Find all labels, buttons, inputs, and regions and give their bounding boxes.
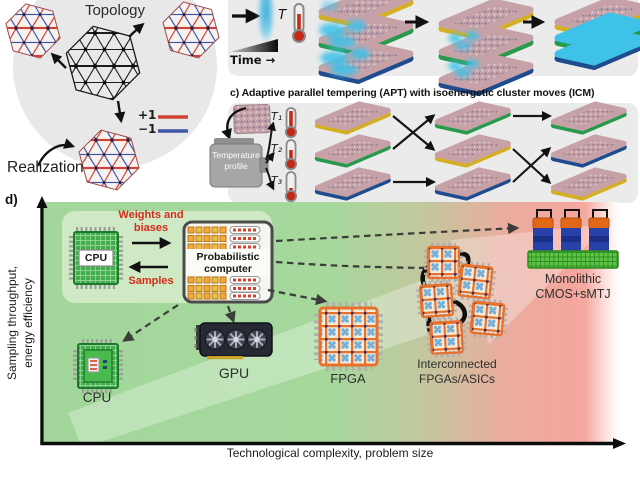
- thermometer-t2-icon: [284, 139, 298, 171]
- realization-hexagon-top-left: [5, 3, 61, 59]
- legend-plus-label: +1: [138, 108, 157, 122]
- time-ramp-triangle: [230, 39, 278, 52]
- fpga-chip-icon: [314, 302, 383, 371]
- gpu-card-icon: [194, 322, 273, 360]
- thermometer-t1-icon: [284, 107, 298, 139]
- thermometer-t2-label: T₂: [271, 142, 283, 155]
- realization-label: Realization: [7, 159, 84, 176]
- mapping-arrows: [122, 222, 520, 342]
- chip-to-profile-arrow: [221, 106, 247, 141]
- smtj-pillars: [532, 217, 610, 252]
- thermometer-t3-label: T₃: [271, 174, 283, 187]
- cpu-host-chip-label: CPU: [84, 252, 108, 264]
- thermal-fuzz: [448, 31, 479, 77]
- replica-column-2: [438, 104, 508, 198]
- device-cpu-label: CPU: [82, 390, 112, 405]
- x-axis-label: Technological complexity, problem size: [226, 446, 434, 460]
- panel-c-apt: [209, 103, 638, 203]
- weights-biases-label: Weights and biases: [118, 209, 184, 234]
- y-axis-arrowhead: [36, 196, 48, 208]
- thermometer-t3-icon: [284, 171, 298, 203]
- realization-arrow: [36, 138, 76, 167]
- probabilistic-computer-label: Probabilistic computer: [196, 251, 260, 276]
- temperature-profile-label: Temperature profile: [212, 150, 260, 172]
- thermometer-t1-label: T₁: [271, 110, 283, 123]
- replica-column-3: [554, 104, 624, 198]
- device-monolithic-label: Monolithic CMOS+sMTJ: [535, 272, 611, 301]
- device-interconnected-label: Interconnected FPGAs/ASICs: [417, 357, 497, 386]
- topology-arrows: [36, 22, 145, 167]
- plate-stack-2: [442, 2, 530, 93]
- thermal-fuzz: [319, 1, 370, 76]
- panel-a-topology: [5, 0, 220, 191]
- panel-d-chart: [36, 196, 626, 449]
- cpu-host-chip-icon: [69, 227, 123, 289]
- samples-label: Samples: [128, 275, 174, 287]
- realization-hexagon-bottom: [78, 129, 140, 191]
- plate-stack-1: [319, 0, 410, 81]
- cmos-board: [527, 250, 619, 269]
- thermometer-icon: [292, 3, 306, 43]
- replica-swap-arrows: [392, 110, 553, 188]
- interconnected-fpgas-icon: [415, 243, 509, 356]
- probabilistic-computer-icon: [182, 220, 274, 304]
- topology-title: Topology: [84, 2, 146, 19]
- monolithic-smtj-icon: [527, 209, 619, 269]
- cpu-device-icon: [73, 339, 123, 393]
- legend-minus-label: −1: [138, 122, 157, 136]
- problem-chip-icon: [233, 103, 271, 135]
- temperature-profile-box: [209, 138, 269, 188]
- y-axis-label: Sampling throughput, energy efficiency: [5, 265, 35, 381]
- panel-b-annealing: [228, 0, 640, 93]
- time-axis-label: Time →: [230, 53, 276, 67]
- exchange-arrows: [128, 237, 172, 273]
- replica-column-1: [318, 104, 388, 198]
- panel-d-letter: d): [5, 192, 18, 207]
- x-axis-arrowhead: [613, 438, 626, 449]
- profile-fan-arrows: [265, 121, 276, 191]
- panel-c-title: c) Adaptive parallel tempering (APT) wit…: [230, 87, 595, 99]
- temperature-symbol: T: [278, 7, 287, 23]
- chart-axes: [36, 196, 626, 449]
- device-fpga-label: FPGA: [330, 371, 366, 386]
- realization-hexagon-top-right: [162, 1, 220, 59]
- device-gpu-label: GPU: [218, 365, 250, 381]
